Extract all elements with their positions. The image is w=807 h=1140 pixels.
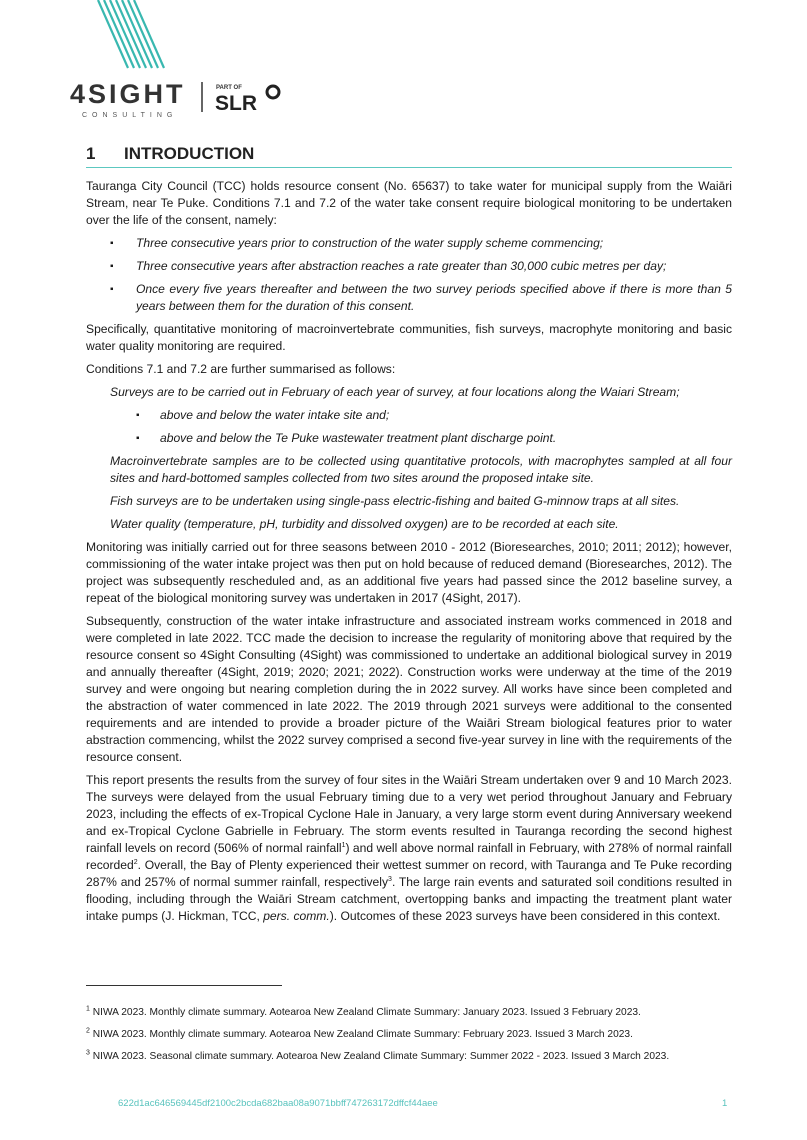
body-text: Tauranga City Council (TCC) holds resour…: [86, 178, 732, 931]
text-run: . Overall, the Bay of Plenty experienced…: [86, 858, 732, 889]
locations-list: above and below the water intake site an…: [86, 407, 732, 447]
list-item: Three consecutive years after abstractio…: [86, 258, 732, 275]
text-run-italic: pers. comm.: [263, 909, 330, 923]
footnote-divider: [86, 985, 282, 986]
footnote-mark: 2: [86, 1027, 90, 1035]
text-run: This report presents the results from th…: [86, 773, 732, 855]
quoted-condition: Fish surveys are to be undertaken using …: [110, 494, 680, 508]
paragraph: Subsequently, construction of the water …: [86, 614, 732, 764]
requirements-list: Three consecutive years prior to constru…: [86, 235, 732, 315]
section-title: INTRODUCTION: [124, 144, 255, 163]
slr-mark-icon: [265, 84, 281, 100]
list-item: above and below the water intake site an…: [86, 407, 732, 424]
paragraph: Monitoring was initially carried out for…: [86, 540, 732, 605]
list-item: Once every five years thereafter and bet…: [86, 281, 732, 315]
list-item: Three consecutive years prior to constru…: [86, 235, 732, 252]
paragraph: This report presents the results from th…: [86, 772, 732, 925]
footnote: 2 NIWA 2023. Monthly climate summary. Ao…: [86, 1028, 732, 1041]
paragraph: Specifically, quantitative monitoring of…: [86, 322, 732, 353]
footnote-text: NIWA 2023. Monthly climate summary. Aote…: [92, 1007, 641, 1018]
text-run: . The large rain events and saturated so…: [86, 875, 732, 923]
quoted-condition: Water quality (temperature, pH, turbidit…: [110, 517, 619, 531]
section-number: 1: [86, 144, 96, 163]
quoted-condition: Surveys are to be carried out in Februar…: [110, 385, 680, 399]
logo-brand: 4SIGHT: [70, 79, 186, 109]
logo-parent: SLR: [215, 92, 257, 115]
page-number: 1: [722, 1098, 728, 1109]
quoted-condition: Macroinvertebrate samples are to be coll…: [110, 454, 732, 485]
paragraph: Conditions 7.1 and 7.2 are further summa…: [86, 362, 396, 376]
document-id: 622d1ac646569445df2100c2bcda682baa08a907…: [118, 1098, 438, 1109]
company-logo: 4SIGHT CONSULTING PART OF SLR: [70, 0, 300, 125]
footnote-mark: 1: [86, 1005, 90, 1013]
footnote-ref[interactable]: 3: [388, 875, 392, 883]
text-run: ) and well above normal rainfall in Febr…: [86, 841, 732, 872]
footnote-text: NIWA 2023. Seasonal climate summary. Aot…: [92, 1051, 670, 1062]
footnote-ref[interactable]: 2: [133, 858, 138, 866]
footnotes: 1 NIWA 2023. Monthly climate summary. Ao…: [86, 1006, 732, 1072]
footnote: 3 NIWA 2023. Seasonal climate summary. A…: [86, 1050, 732, 1063]
logo-tagline: CONSULTING: [82, 112, 177, 119]
footnote-mark: 3: [86, 1049, 90, 1057]
list-item: above and below the Te Puke wastewater t…: [86, 430, 732, 447]
paragraph: Tauranga City Council (TCC) holds resour…: [86, 179, 732, 227]
section-heading: 1 INTRODUCTION: [86, 144, 732, 168]
logo-part-of: PART OF: [216, 85, 242, 91]
logo-graphic: 4SIGHT CONSULTING PART OF SLR: [70, 0, 281, 119]
text-run: ). Outcomes of these 2023 surveys have b…: [329, 909, 721, 923]
footnote-text: NIWA 2023. Monthly climate summary. Aote…: [92, 1029, 633, 1040]
footnote-ref[interactable]: 1: [341, 841, 346, 849]
footnote: 1 NIWA 2023. Monthly climate summary. Ao…: [86, 1006, 732, 1019]
